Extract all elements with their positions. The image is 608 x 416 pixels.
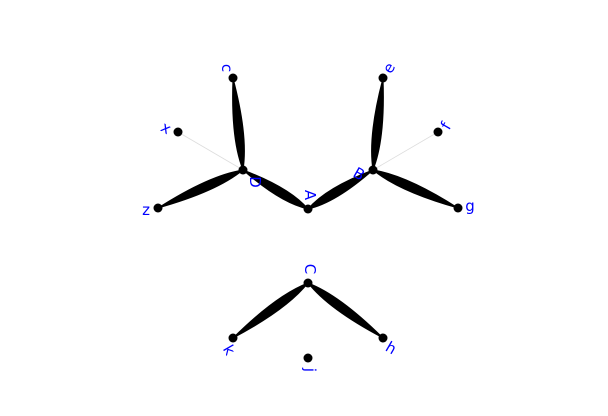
node-j — [303, 353, 313, 363]
node-A — [303, 204, 313, 214]
edge-C-h — [306, 281, 384, 339]
node-B — [368, 165, 378, 175]
edge-B-f — [372, 131, 439, 171]
node-label-c: c — [218, 64, 236, 72]
edge-B-g — [371, 169, 459, 209]
node-label-x: x — [158, 118, 175, 138]
node-label-k: k — [219, 342, 239, 359]
node-h — [378, 333, 388, 343]
node-label-D: D — [246, 176, 264, 188]
edge-D-c — [232, 77, 245, 172]
edge-D-x — [177, 131, 244, 171]
node-label-C: C — [301, 264, 319, 274]
nodes — [153, 73, 463, 363]
node-g — [453, 203, 463, 213]
node-C — [303, 278, 313, 288]
node-label-g: g — [465, 197, 475, 215]
node-z — [153, 203, 163, 213]
node-k — [228, 333, 238, 343]
edge-D-z — [157, 169, 245, 209]
node-f — [433, 127, 443, 137]
node-label-A: A — [301, 190, 319, 201]
node-D — [238, 165, 248, 175]
node-x — [173, 127, 183, 137]
edge-B-e — [371, 77, 384, 172]
node-label-j: j — [301, 367, 319, 372]
node-e — [378, 73, 388, 83]
edge-C-k — [232, 281, 310, 339]
node-label-z: z — [142, 201, 150, 219]
node-c — [228, 73, 238, 83]
